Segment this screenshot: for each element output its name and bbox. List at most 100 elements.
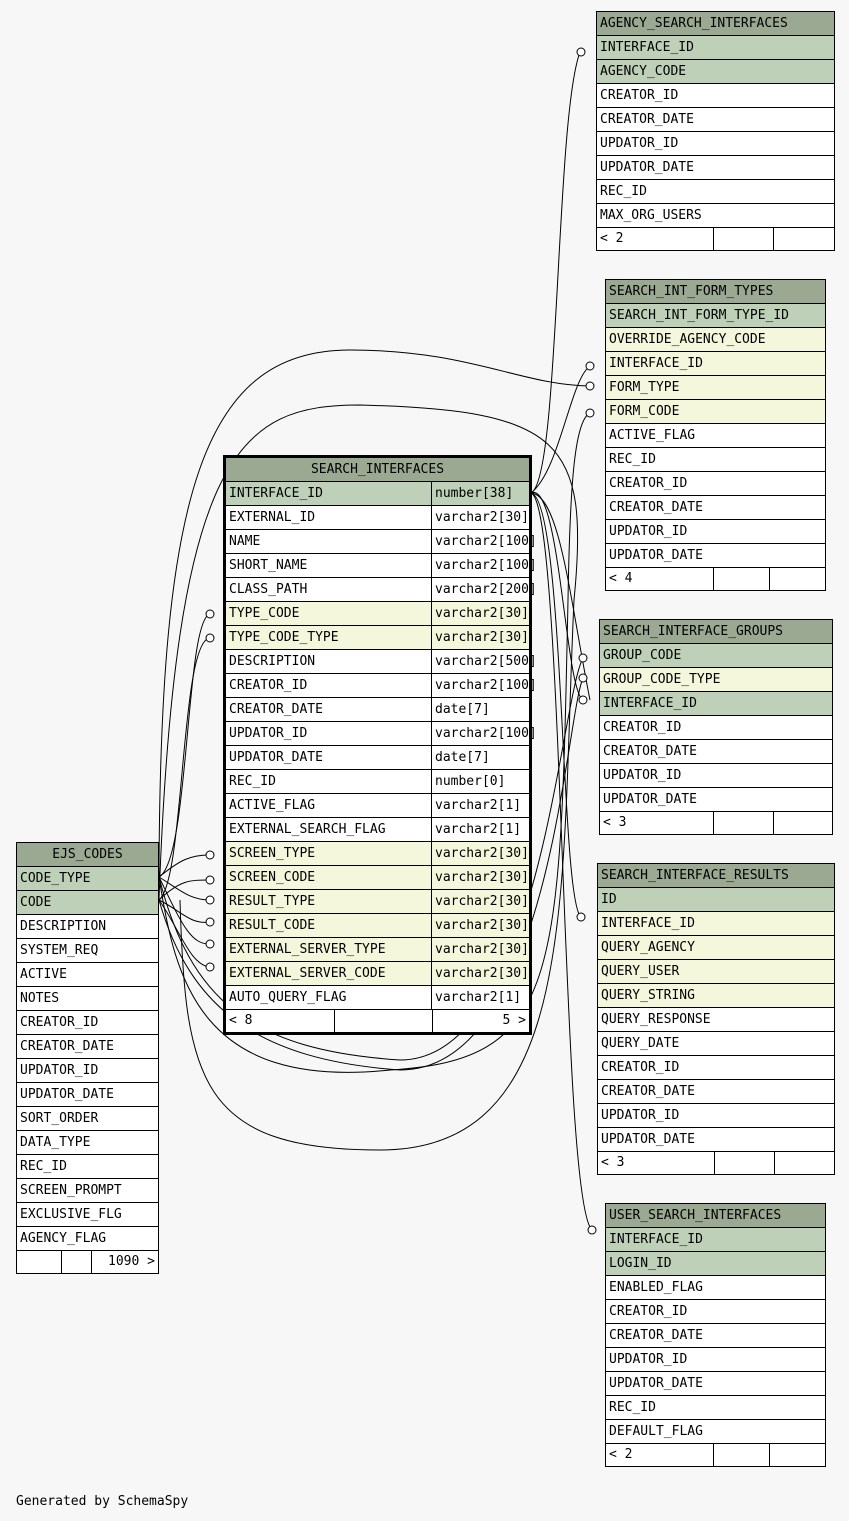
table-row[interactable]: CODE bbox=[17, 891, 158, 915]
table-row[interactable]: INTERFACE_ID bbox=[597, 36, 834, 60]
table-row[interactable]: INTERFACE_ID bbox=[598, 912, 834, 936]
table-header[interactable]: USER_SEARCH_INTERFACES bbox=[606, 1204, 825, 1228]
table-row[interactable]: CREATOR_ID bbox=[598, 1056, 834, 1080]
table-row[interactable]: UPDATOR_DATE bbox=[606, 1372, 825, 1396]
table-row[interactable]: UPDATOR_ID bbox=[606, 520, 825, 544]
table-row[interactable]: CREATOR_ID bbox=[600, 716, 832, 740]
table-row[interactable]: GROUP_CODE_TYPE bbox=[600, 668, 832, 692]
table-header[interactable]: SEARCH_INTERFACE_GROUPS bbox=[600, 620, 832, 644]
table-row[interactable]: DATA_TYPE bbox=[17, 1131, 158, 1155]
table-header[interactable]: EJS_CODES bbox=[17, 843, 158, 867]
table-row[interactable]: SEARCH_INT_FORM_TYPE_ID bbox=[606, 304, 825, 328]
table-row[interactable]: DESCRIPTION bbox=[17, 915, 158, 939]
table-row[interactable]: CREATOR_DATE bbox=[606, 496, 825, 520]
table-row[interactable]: AGENCY_CODE bbox=[597, 60, 834, 84]
table-row[interactable]: SCREEN_PROMPT bbox=[17, 1179, 158, 1203]
table-header[interactable]: AGENCY_SEARCH_INTERFACES bbox=[597, 12, 834, 36]
table-row[interactable]: AGENCY_FLAG bbox=[17, 1227, 158, 1251]
table-row[interactable]: UPDATOR_ID bbox=[17, 1059, 158, 1083]
table-row[interactable]: CREATOR_ID bbox=[17, 1011, 158, 1035]
table-header[interactable]: SEARCH_INTERFACES bbox=[226, 458, 529, 482]
table-row[interactable]: CREATOR_ID bbox=[597, 84, 834, 108]
table-row[interactable]: GROUP_CODE bbox=[600, 644, 832, 668]
table-row[interactable]: UPDATOR_ID bbox=[598, 1104, 834, 1128]
table-row[interactable]: FORM_TYPE bbox=[606, 376, 825, 400]
table-row[interactable]: ENABLED_FLAG bbox=[606, 1276, 825, 1300]
table-row[interactable]: FORM_CODE bbox=[606, 400, 825, 424]
table-row[interactable]: CODE_TYPE bbox=[17, 867, 158, 891]
table-user-search-interfaces[interactable]: USER_SEARCH_INTERFACES INTERFACE_ID LOGIN… bbox=[605, 1203, 826, 1467]
table-row[interactable]: SYSTEM_REQ bbox=[17, 939, 158, 963]
table-row[interactable]: INTERFACE_ID bbox=[600, 692, 832, 716]
table-row[interactable]: UPDATOR_ID bbox=[606, 1348, 825, 1372]
column-name: REC_ID bbox=[20, 1159, 67, 1174]
table-row[interactable]: CREATOR_DATE bbox=[598, 1080, 834, 1104]
table-row[interactable]: OVERRIDE_AGENCY_CODE bbox=[606, 328, 825, 352]
column-name: LOGIN_ID bbox=[609, 1256, 672, 1271]
table-row[interactable]: CREATOR_DATE bbox=[17, 1035, 158, 1059]
table-row[interactable]: ACTIVE_FLAG bbox=[606, 424, 825, 448]
table-row[interactable]: QUERY_STRING bbox=[598, 984, 834, 1008]
table-row[interactable]: ID bbox=[598, 888, 834, 912]
table-row[interactable]: ACTIVE bbox=[17, 963, 158, 987]
table-row[interactable]: UPDATOR_DATE bbox=[606, 544, 825, 568]
table-header[interactable]: SEARCH_INTERFACE_RESULTS bbox=[598, 864, 834, 888]
table-row[interactable]: REC_ID bbox=[597, 180, 834, 204]
table-row[interactable]: EXCLUSIVE_FLG bbox=[17, 1203, 158, 1227]
table-row[interactable]: UPDATOR_DATE bbox=[600, 788, 832, 812]
table-row[interactable]: QUERY_USER bbox=[598, 960, 834, 984]
table-row[interactable]: REC_ID bbox=[17, 1155, 158, 1179]
table-row[interactable]: MAX_ORG_USERS bbox=[597, 204, 834, 228]
table-row[interactable]: QUERY_DATE bbox=[598, 1032, 834, 1056]
table-row[interactable]: QUERY_RESPONSE bbox=[598, 1008, 834, 1032]
table-row[interactable]: REC_ID bbox=[606, 1396, 825, 1420]
table-row[interactable]: CREATOR_DATE bbox=[606, 1324, 825, 1348]
table-row[interactable]: INTERFACE_ID bbox=[606, 1228, 825, 1252]
table-row[interactable]: UPDATOR_ID bbox=[597, 132, 834, 156]
table-search-int-form-types[interactable]: SEARCH_INT_FORM_TYPES SEARCH_INT_FORM_TY… bbox=[605, 279, 826, 591]
table-row[interactable]: DEFAULT_FLAG bbox=[606, 1420, 825, 1444]
table-header[interactable]: SEARCH_INT_FORM_TYPES bbox=[606, 280, 825, 304]
table-row[interactable]: SORT_ORDER bbox=[17, 1107, 158, 1131]
table-row[interactable]: CREATOR_DATE bbox=[600, 740, 832, 764]
table-row[interactable]: REC_ID bbox=[606, 448, 825, 472]
table-row[interactable]: UPDATOR_DATE bbox=[598, 1128, 834, 1152]
table-row[interactable]: QUERY_AGENCY bbox=[598, 936, 834, 960]
table-row[interactable]: CREATOR_ID bbox=[606, 1300, 825, 1324]
table-row[interactable]: INTERFACE_ID bbox=[606, 352, 825, 376]
table-row[interactable]: CREATOR_ID bbox=[606, 472, 825, 496]
table-row[interactable]: LOGIN_ID bbox=[606, 1252, 825, 1276]
table-row[interactable]: CREATOR_DATE bbox=[597, 108, 834, 132]
table-row[interactable]: UPDATOR_DATE bbox=[597, 156, 834, 180]
table-row[interactable]: UPDATOR_DATE bbox=[17, 1083, 158, 1107]
table-row[interactable]: UPDATOR_ID bbox=[600, 764, 832, 788]
table-row[interactable]: NOTES bbox=[17, 987, 158, 1011]
